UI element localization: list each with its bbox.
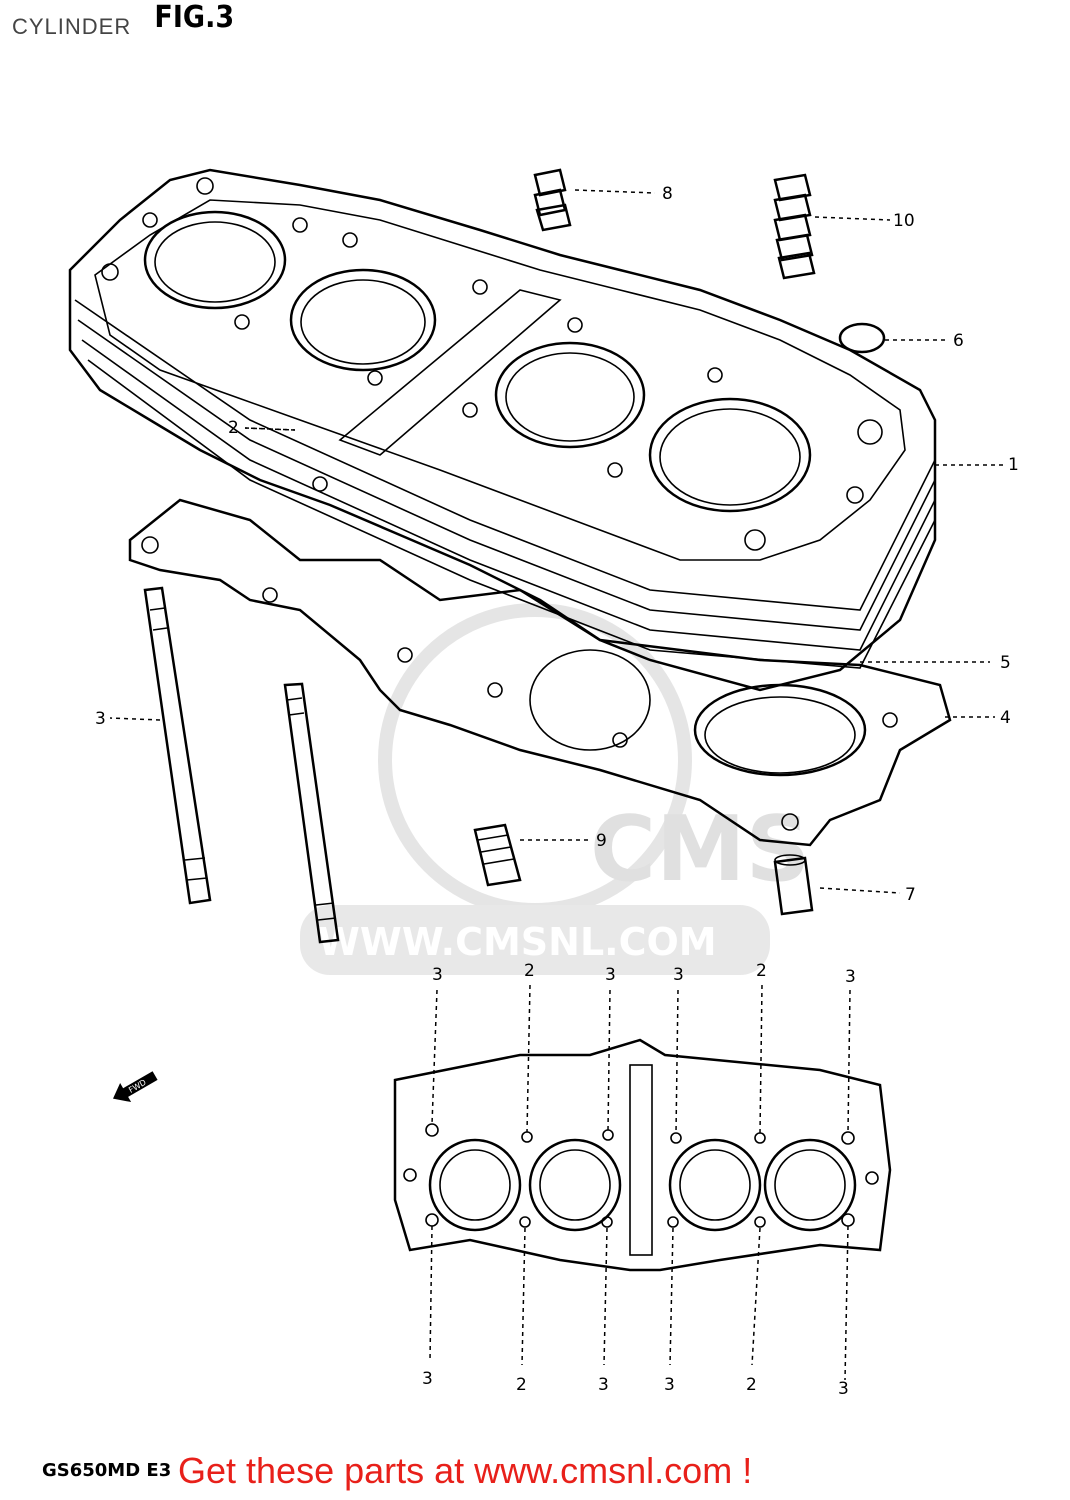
dowel-stack-part-10 [773,173,816,280]
callout-1: 1 [1008,455,1019,475]
plan-bottom-label-5: 2 [746,1375,757,1395]
o-ring-part-6 [838,322,886,354]
plan-bottom-label-4: 3 [664,1375,675,1395]
diagram-title: CYLINDER [12,14,132,39]
plan-bottom-label-1: 3 [422,1369,433,1389]
callout-8: 8 [662,184,673,204]
stud-bolt-part-3 [143,586,212,905]
forward-arrow-icon: FWD [113,1071,158,1103]
callout-7: 7 [905,885,916,905]
cylinder-plan-view [393,984,892,1381]
plan-bottom-label-2: 2 [516,1375,527,1395]
plan-top-label-1: 3 [432,965,443,985]
promo-link-text[interactable]: Get these parts at www.cmsnl.com ! [178,1450,753,1491]
watermark-brand: CMS [590,797,810,902]
dowel-stack-part-9 [473,823,522,887]
plan-top-label-4: 3 [673,965,684,985]
o-ring-part-5 [693,683,867,777]
plan-top-label-5: 2 [756,961,767,981]
callout-10: 10 [893,211,915,231]
model-code: GS650MD E3 [42,1460,172,1481]
callout-2: 2 [228,418,239,438]
dowel-pin-part-7 [773,854,814,916]
plan-top-label-6: 3 [845,967,856,987]
cms-watermark: CMS WWW.CMSNL.COM [300,603,810,975]
plan-bottom-label-3: 3 [598,1375,609,1395]
callout-4: 4 [1000,708,1011,728]
plan-top-label-3: 3 [605,965,616,985]
callout-9: 9 [596,831,607,851]
dowel-pin-part-8 [533,168,572,232]
callout-3: 3 [95,709,106,729]
callout-6: 6 [953,331,964,351]
callout-5: 5 [1000,653,1011,673]
callout-leaders [109,189,1005,894]
figure-number: FIG.3 [154,0,235,35]
fwd-label: FWD [127,1078,148,1095]
cylinder-base-gasket [128,498,952,847]
plan-bottom-label-6: 3 [838,1379,849,1399]
stud-bolt-part-2 [283,682,340,944]
cylinder-block [68,168,937,692]
plan-top-label-2: 2 [524,961,535,981]
watermark-url: WWW.CMSNL.COM [318,920,717,964]
